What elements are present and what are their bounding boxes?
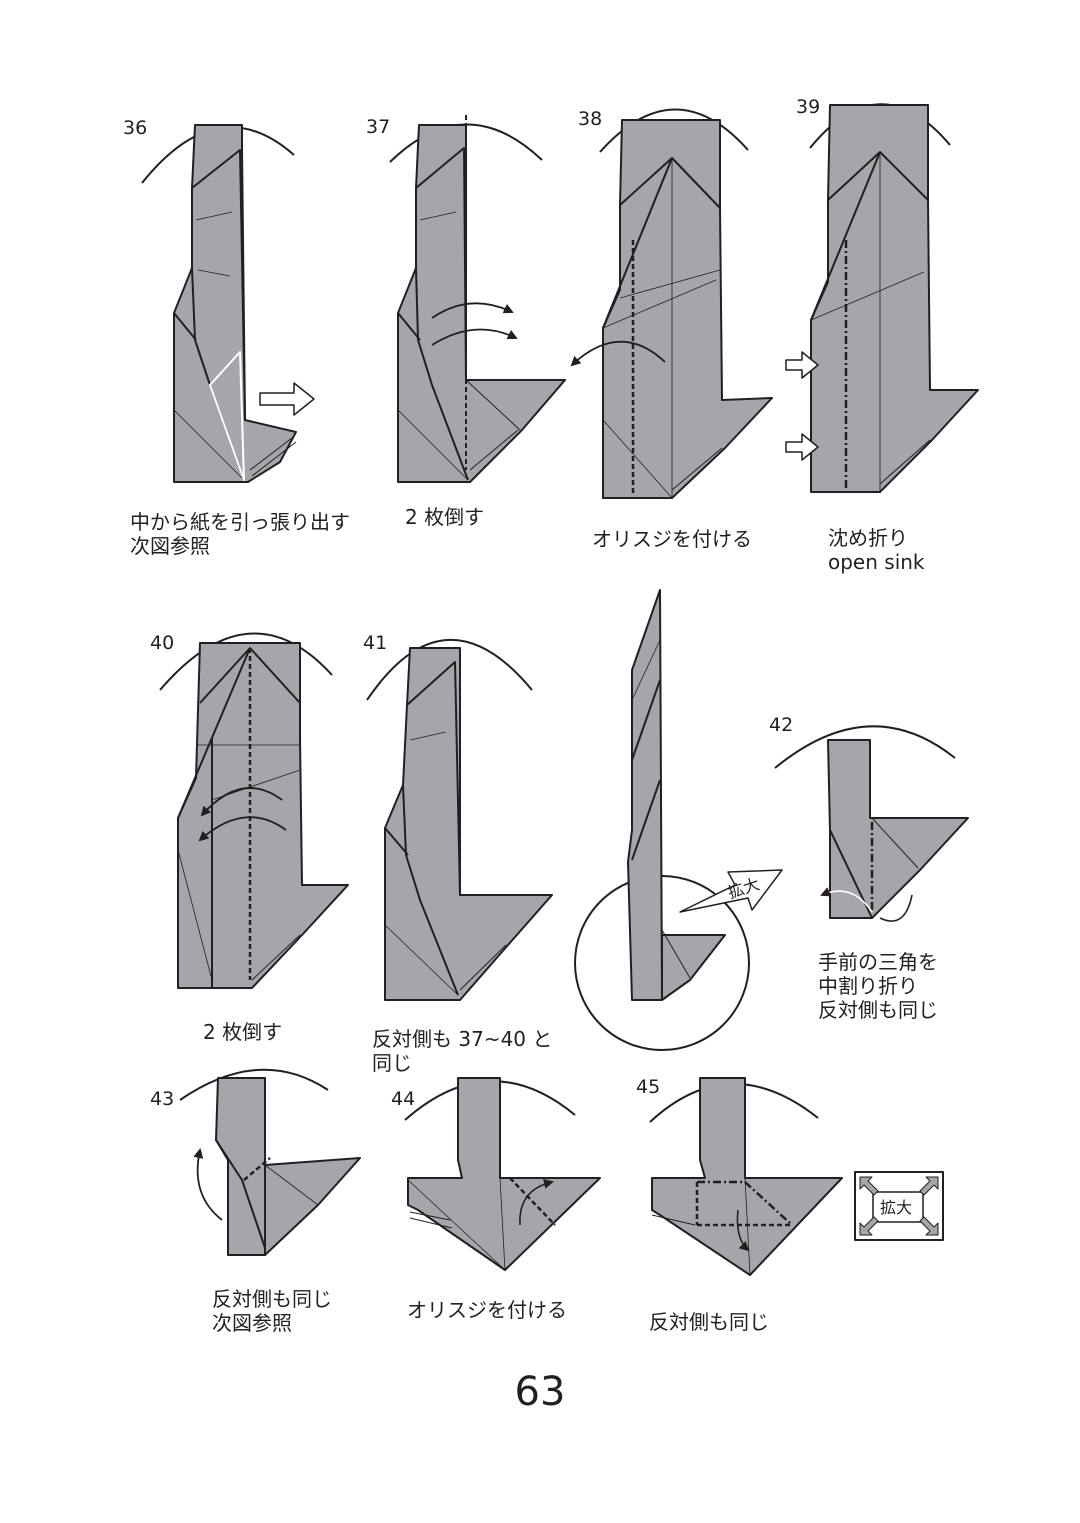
step-number: 39 — [796, 96, 821, 118]
step-39-figure — [785, 103, 979, 493]
step-number: 40 — [150, 632, 175, 654]
caption-line: オリスジを付ける — [592, 527, 752, 551]
step-38-figure — [570, 108, 773, 499]
step-44-caption: オリスジを付ける — [407, 1298, 567, 1322]
page-number: 63 — [514, 1369, 566, 1415]
step-42-caption: 手前の三角を 中割り折り 反対側も同じ — [818, 950, 938, 1022]
step-number: 43 — [150, 1088, 175, 1110]
caption-line: 2 枚倒す — [405, 505, 485, 529]
step-41-figure — [366, 639, 553, 1001]
step-45-caption: 反対側も同じ — [649, 1310, 769, 1334]
step-number: 37 — [366, 116, 391, 138]
step-number: 45 — [636, 1076, 661, 1098]
caption-line: 反対側も同じ — [212, 1287, 332, 1311]
step-number: 38 — [578, 108, 603, 130]
caption-line: 中割り折り — [818, 974, 918, 998]
caption-line: 反対側も同じ — [649, 1310, 769, 1334]
caption-line: 手前の三角を — [818, 950, 938, 974]
caption-line: 次図参照 — [130, 534, 210, 558]
step-40-caption: 2 枚倒す — [203, 1020, 282, 1044]
step-38-caption: オリスジを付ける — [592, 527, 752, 551]
caption-line: 反対側も 37~40 と — [372, 1027, 553, 1051]
step-43-figure — [179, 1068, 361, 1256]
step-42-figure — [774, 725, 969, 922]
step-41-caption: 反対側も 37~40 と 同じ — [372, 1027, 552, 1075]
step-43-caption: 反対側も同じ 次図参照 — [212, 1287, 332, 1335]
step-44-figure — [404, 1077, 601, 1271]
step-37-figure — [389, 115, 566, 483]
step-number: 41 — [363, 632, 388, 654]
zoom-circle-figure: 拡大 — [574, 589, 783, 1051]
caption-line: オリスジを付ける — [407, 1298, 567, 1322]
step-number: 36 — [123, 117, 148, 139]
caption-line: 反対側も同じ — [818, 998, 938, 1022]
zoom-legend-label: 拡大 — [880, 1198, 912, 1217]
step-number: 44 — [391, 1088, 416, 1110]
caption-line: 同じ — [372, 1051, 412, 1075]
step-45-figure — [649, 1077, 843, 1276]
step-number: 42 — [769, 714, 794, 736]
caption-line: 中から紙を引っ張り出す — [130, 510, 350, 534]
caption-line: open sink — [828, 550, 925, 574]
caption-line: 沈め折り — [828, 526, 908, 550]
step-39-caption: 沈め折り open sink — [828, 526, 925, 574]
step-40-figure — [159, 632, 349, 989]
caption-line: 次図参照 — [212, 1311, 292, 1335]
step-37-caption: 2 枚倒す — [405, 505, 484, 529]
step-36-figure — [141, 124, 315, 483]
zoom-legend-symbol: 拡大 — [854, 1171, 944, 1241]
caption-line: 2 枚倒す — [203, 1020, 283, 1044]
step-36-caption: 中から紙を引っ張り出す 次図参照 — [130, 510, 350, 558]
